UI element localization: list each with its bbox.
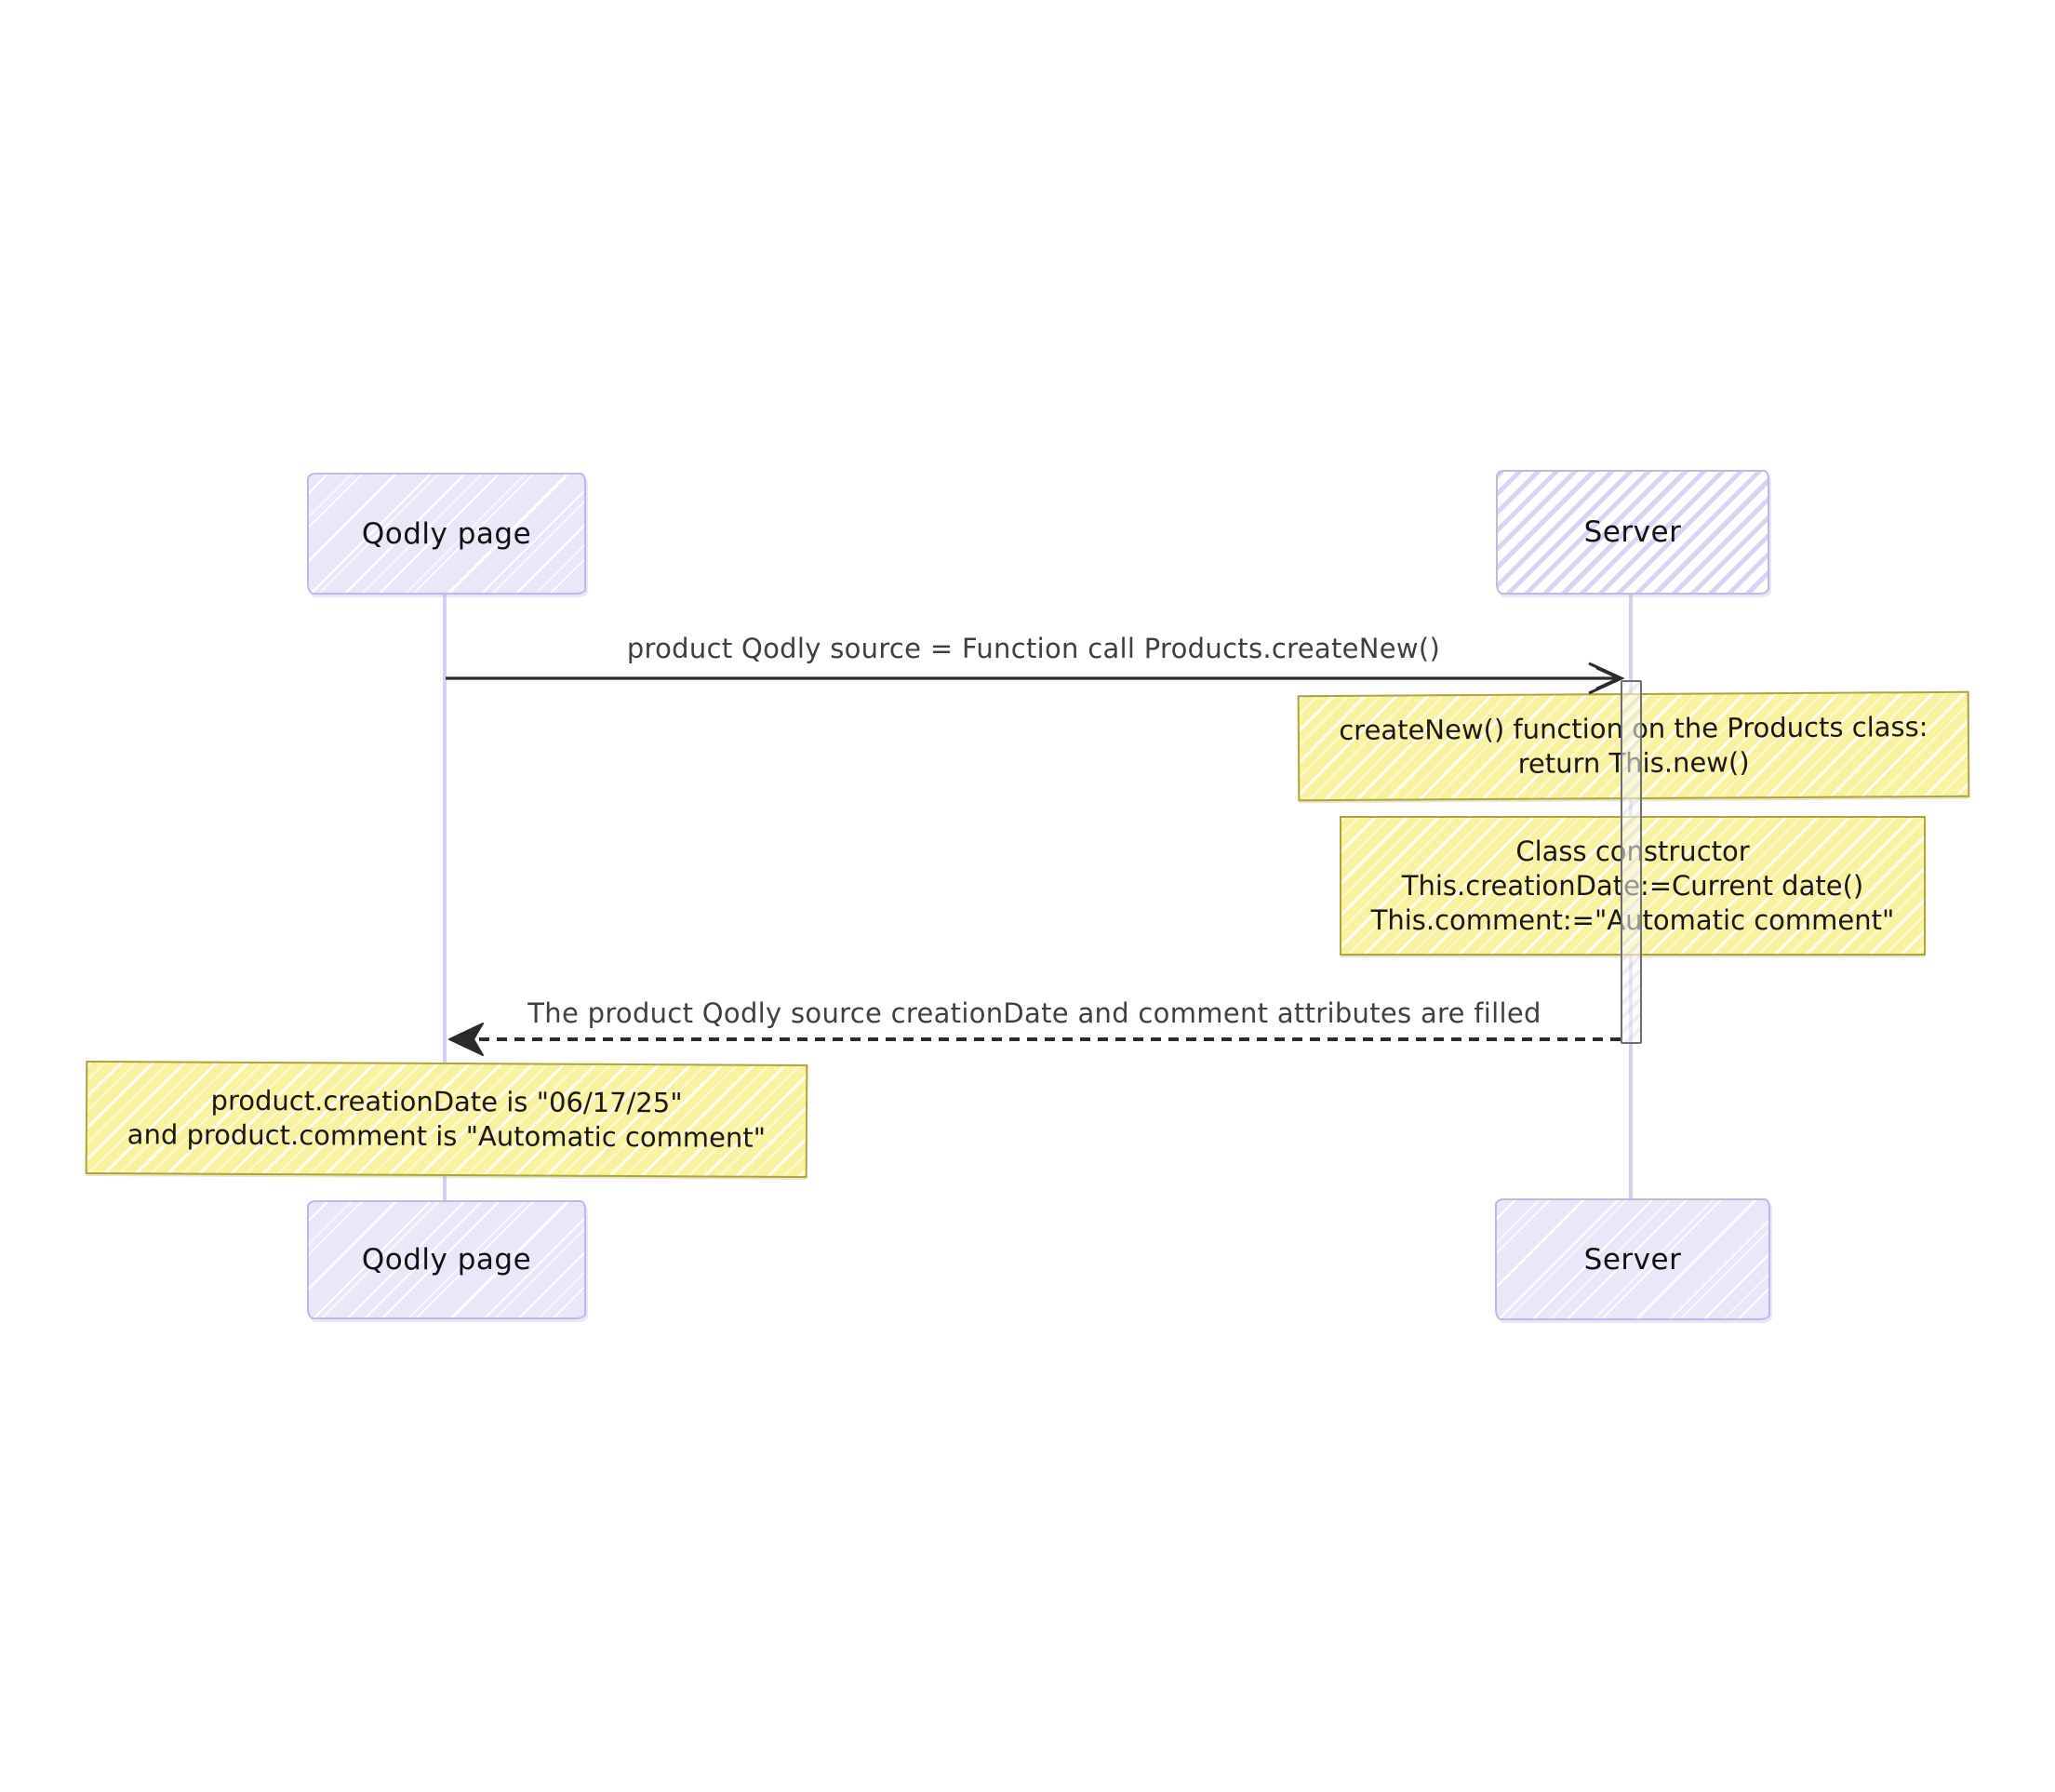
filled-arrowhead-icon <box>448 1023 484 1056</box>
open-arrowhead-icon <box>1588 662 1625 695</box>
actor-top-qodly-page: Qodly page <box>307 473 586 595</box>
actor-label: Server <box>1583 515 1682 549</box>
actor-top-server: Server <box>1496 470 1769 595</box>
lifeline-qodly-page <box>443 592 447 1202</box>
message-label-return: The product Qodly source creationDate an… <box>527 997 1541 1029</box>
actor-label: Qodly page <box>361 1243 532 1277</box>
actor-label: Qodly page <box>361 516 532 551</box>
actor-label: Server <box>1583 1242 1682 1277</box>
actor-bottom-server: Server <box>1495 1198 1770 1320</box>
actor-bottom-qodly-page: Qodly page <box>307 1200 586 1319</box>
open-arrowhead-icon <box>1595 666 1621 690</box>
activation-bar-server <box>1621 680 1642 1044</box>
message-label-call: product Qodly source = Function call Pro… <box>626 633 1441 664</box>
